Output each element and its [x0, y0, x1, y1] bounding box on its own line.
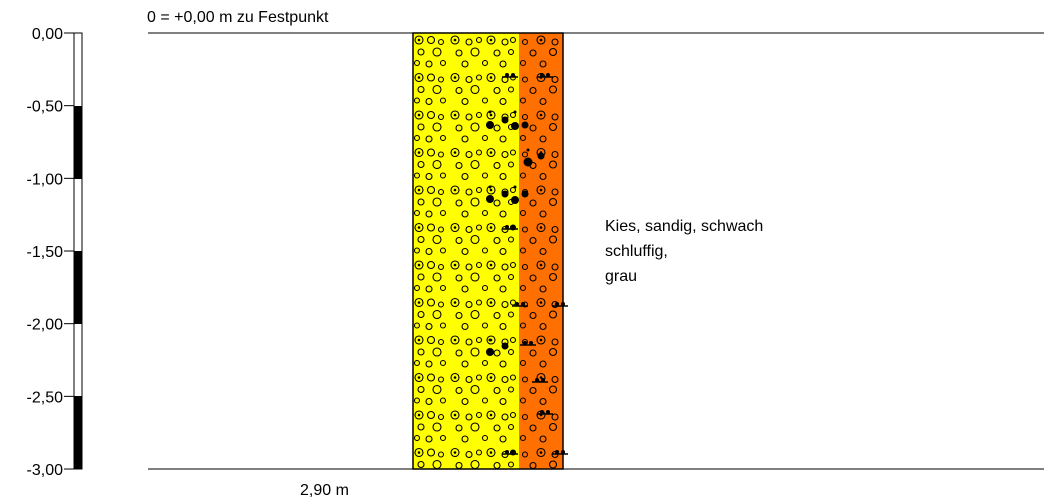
silt-dot	[523, 341, 527, 345]
scale-segment-dark	[74, 251, 82, 324]
scale-segment-dark	[74, 396, 82, 469]
silt-dot	[486, 195, 494, 203]
depth-scale: 0,00 -0,50 -1,00 -1,50 -2,00 -2,50 -3,00	[27, 26, 83, 479]
silt-dot	[486, 121, 494, 129]
scale-tick-label: 0,00	[32, 26, 63, 43]
silt-dot	[501, 116, 509, 124]
silt-dot	[546, 410, 550, 414]
silt-dot	[521, 302, 525, 306]
layer-description-line-2: schluffig,	[605, 243, 668, 260]
scale-tick-label: -1,00	[27, 171, 64, 188]
silt-dot	[488, 185, 492, 189]
silt-dot	[505, 450, 509, 454]
silt-dot	[541, 378, 545, 382]
scale-segment-dark	[74, 106, 82, 179]
silt-dot	[501, 190, 509, 198]
silt-dot	[555, 302, 559, 306]
silt-dot	[488, 110, 492, 114]
silt-dot	[513, 185, 517, 189]
silt-dot	[546, 73, 550, 77]
silt-dot	[540, 410, 544, 414]
gravel-pattern	[413, 33, 519, 469]
silt-dot	[521, 190, 529, 198]
silt-dot	[511, 450, 515, 454]
silt-dot	[540, 73, 544, 77]
silt-dot	[511, 196, 519, 204]
scale-tick-label: -1,50	[27, 244, 64, 261]
silt-dot	[505, 225, 509, 229]
layer-description-line-1: Kies, sandig, schwach	[605, 218, 763, 235]
silt-dot	[555, 450, 559, 454]
silt-dot	[537, 152, 545, 160]
silt-symbols	[486, 73, 568, 455]
scale-tick-label: -0,50	[27, 99, 64, 116]
silt-dot	[521, 121, 529, 129]
silt-dot	[501, 342, 509, 350]
gravel-pattern-secondary	[519, 33, 563, 469]
layer-description-line-3: grau	[605, 268, 637, 285]
silt-dot	[486, 348, 494, 356]
silt-dot	[511, 122, 519, 130]
silt-dot	[505, 73, 509, 77]
silt-dot	[523, 157, 533, 167]
silt-dot	[526, 148, 530, 152]
column-border	[412, 32, 564, 470]
scale-tick-label: -2,00	[27, 317, 64, 334]
silt-dot	[513, 110, 517, 114]
silt-dot	[515, 302, 519, 306]
soil-layer	[412, 32, 568, 470]
final-depth-label: 2,90 m	[300, 482, 349, 499]
silt-dot	[535, 378, 539, 382]
reference-label: 0 = +0,00 m zu Festpunkt	[147, 9, 329, 26]
scale-tick-label: -2,50	[27, 389, 64, 406]
silt-dot	[511, 73, 515, 77]
scale-tick-label: -3,00	[27, 462, 64, 479]
silt-dot	[529, 341, 533, 345]
silt-dot	[511, 225, 515, 229]
silt-dot	[488, 338, 492, 342]
